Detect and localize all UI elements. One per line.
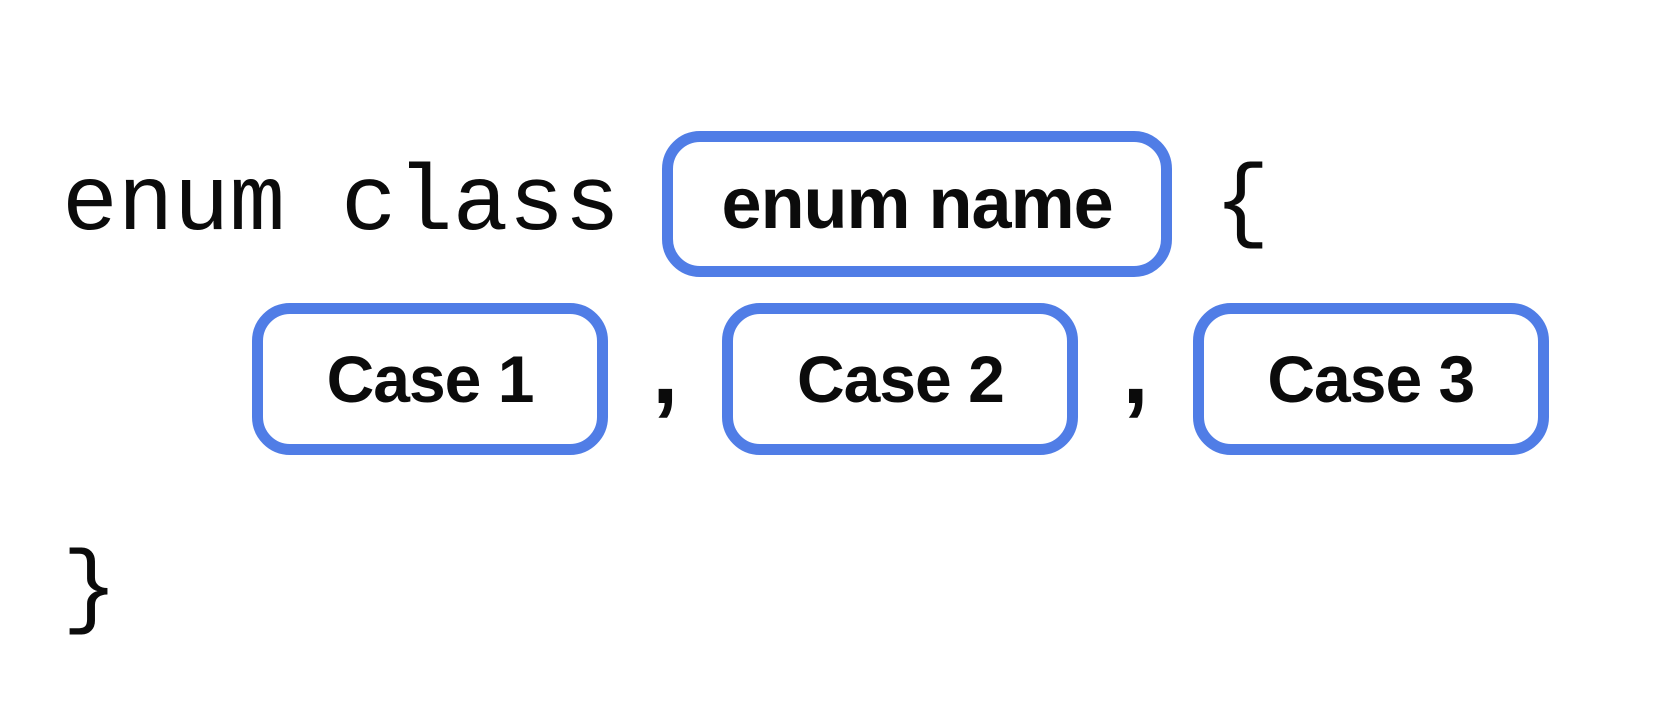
enum-cases-row: Case 1 , Case 2 , Case 3 xyxy=(252,303,1549,455)
comma-separator: , xyxy=(652,317,679,424)
case-2-box: Case 2 xyxy=(722,303,1079,455)
enum-name-label: enum name xyxy=(721,164,1114,244)
enum-name-box: enum name xyxy=(662,131,1173,277)
enum-declaration-row: enum class enum name { xyxy=(62,131,1270,277)
case-3-box: Case 3 xyxy=(1192,303,1549,455)
close-brace: } xyxy=(62,538,118,643)
case-3-label: Case 3 xyxy=(1267,342,1475,416)
comma-separator: , xyxy=(1122,317,1149,424)
case-2-label: Case 2 xyxy=(796,342,1005,416)
case-1-box: Case 1 xyxy=(252,303,608,455)
enum-class-keyword: enum class xyxy=(62,151,621,257)
open-brace: { xyxy=(1214,151,1270,257)
case-1-label: Case 1 xyxy=(326,342,535,416)
